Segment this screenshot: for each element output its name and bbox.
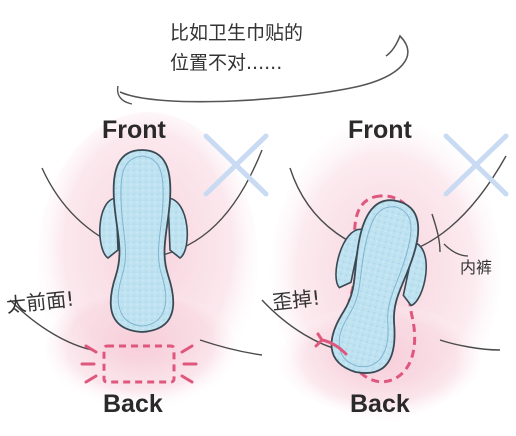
right-pad (330, 199, 420, 374)
speech-bubble-line-2: 位置不对...... (170, 52, 283, 74)
left-front-label: Front (102, 116, 166, 144)
right-cross-icon (443, 133, 509, 197)
right-front-label: Front (348, 116, 412, 144)
right-panel-drawing (261, 120, 509, 420)
speech-bubble-line-1: 比如卫生巾贴的 (170, 22, 304, 44)
right-shift-arrow (314, 332, 348, 356)
speech-bubble-curve (119, 34, 409, 103)
right-pad-wing-right (402, 241, 428, 307)
left-cross-icon (203, 133, 269, 197)
left-back-label: Back (103, 390, 163, 418)
left-correct-position-box (102, 344, 176, 384)
underwear-label: 内裤 (460, 258, 493, 277)
right-pad-wing-left (335, 228, 364, 289)
left-pad (109, 149, 175, 333)
right-back-label: Back (350, 390, 410, 418)
left-pad-wing-left (99, 197, 119, 259)
left-pad-wing-right (167, 197, 189, 259)
right-note: 歪掉! (271, 285, 322, 315)
left-panel-drawing (9, 112, 269, 412)
